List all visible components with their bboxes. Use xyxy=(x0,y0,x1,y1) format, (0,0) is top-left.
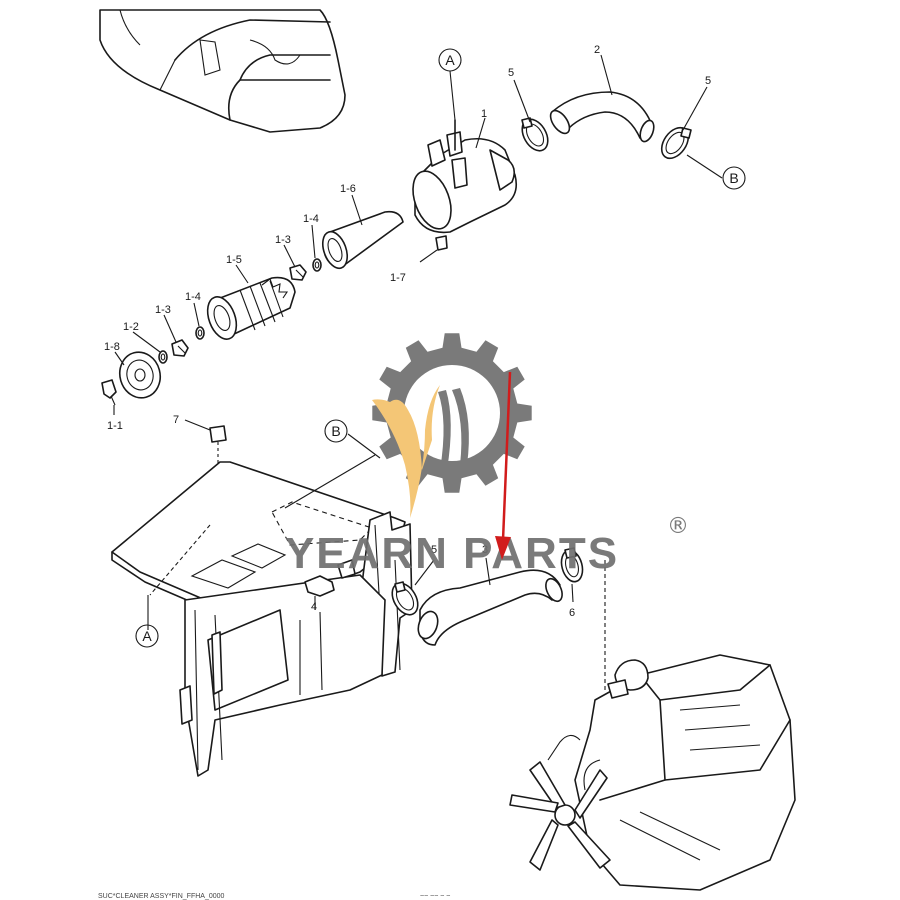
svg-text:B: B xyxy=(729,170,738,186)
svg-text:A: A xyxy=(142,628,152,644)
sensor-4 xyxy=(304,559,356,605)
reference-callout-b-mid: B xyxy=(324,419,348,443)
wing-stripes xyxy=(438,388,469,470)
outer-element-1-5 xyxy=(206,276,296,340)
wing-nut-1-3-lower xyxy=(171,339,189,357)
air-cleaner-housing xyxy=(412,119,518,234)
registered-mark: ® xyxy=(667,514,689,539)
clamp-5-right xyxy=(660,126,692,160)
cooling-fan xyxy=(509,761,611,871)
engine-cover-drawing xyxy=(99,9,346,133)
label-1-7: 1-7 xyxy=(390,272,406,284)
label-3: 3 xyxy=(482,544,488,556)
footer: SUC*CLEANER ASSY*FIN_FFHA_0000 ~~ ~~ ~ ~ xyxy=(98,893,450,900)
clamp-6 xyxy=(560,547,584,583)
wing-nut-1-3-upper xyxy=(289,264,307,281)
label-6: 6 xyxy=(569,607,575,619)
engine-assembly xyxy=(547,560,796,891)
end-cover-1-8 xyxy=(118,351,162,399)
red-arrow xyxy=(495,371,512,560)
washer-1-4-upper xyxy=(312,258,322,272)
label-5c: 5 xyxy=(431,544,437,556)
watermark: YEARN PARTS ® xyxy=(285,333,689,578)
part-labels: 1 2 5 5 1-6 1-4 1-3 1-5 1-7 1-4 1-3 1-2 … xyxy=(104,44,711,619)
label-1-6: 1-6 xyxy=(340,183,356,195)
label-5a: 5 xyxy=(508,67,514,79)
svg-text:A: A xyxy=(445,52,455,68)
footer-left: SUC*CLEANER ASSY*FIN_FFHA_0000 xyxy=(98,893,225,900)
reference-callout-a-top: A xyxy=(438,48,462,121)
label-7: 7 xyxy=(173,414,179,426)
footer-mid: ~~ ~~ ~ ~ xyxy=(420,893,450,900)
label-5b: 5 xyxy=(705,75,711,87)
label-1-8: 1-8 xyxy=(104,341,120,353)
label-1-3b: 1-3 xyxy=(155,304,171,316)
washer-1-4-lower xyxy=(195,326,205,340)
watermark-text: YEARN PARTS xyxy=(285,529,619,578)
inner-element-1-6 xyxy=(321,210,404,270)
hose-3 xyxy=(417,569,563,646)
label-1: 1 xyxy=(481,108,487,120)
label-2: 2 xyxy=(594,44,600,56)
label-4: 4 xyxy=(311,601,317,613)
drain-valve-1-7 xyxy=(419,235,448,263)
radiator-frame xyxy=(179,574,386,777)
valve-1-1 xyxy=(101,379,117,406)
label-1-4b: 1-4 xyxy=(185,291,201,303)
flame-logo xyxy=(372,385,440,518)
reference-callout-a-bottom: A xyxy=(135,624,159,648)
svg-text:B: B xyxy=(331,423,340,439)
label-1-5: 1-5 xyxy=(226,254,242,266)
label-1-1: 1-1 xyxy=(107,420,123,432)
label-1-4a: 1-4 xyxy=(303,213,319,225)
gasket-1-2 xyxy=(158,350,168,364)
clamp-5-left xyxy=(521,117,549,152)
reference-callout-b-right: B xyxy=(722,166,746,190)
clamp-5-mid xyxy=(391,581,419,616)
label-1-2: 1-2 xyxy=(123,321,139,333)
label-1-3a: 1-3 xyxy=(275,234,291,246)
hose-2 xyxy=(549,91,655,143)
leader-lines xyxy=(113,54,723,630)
